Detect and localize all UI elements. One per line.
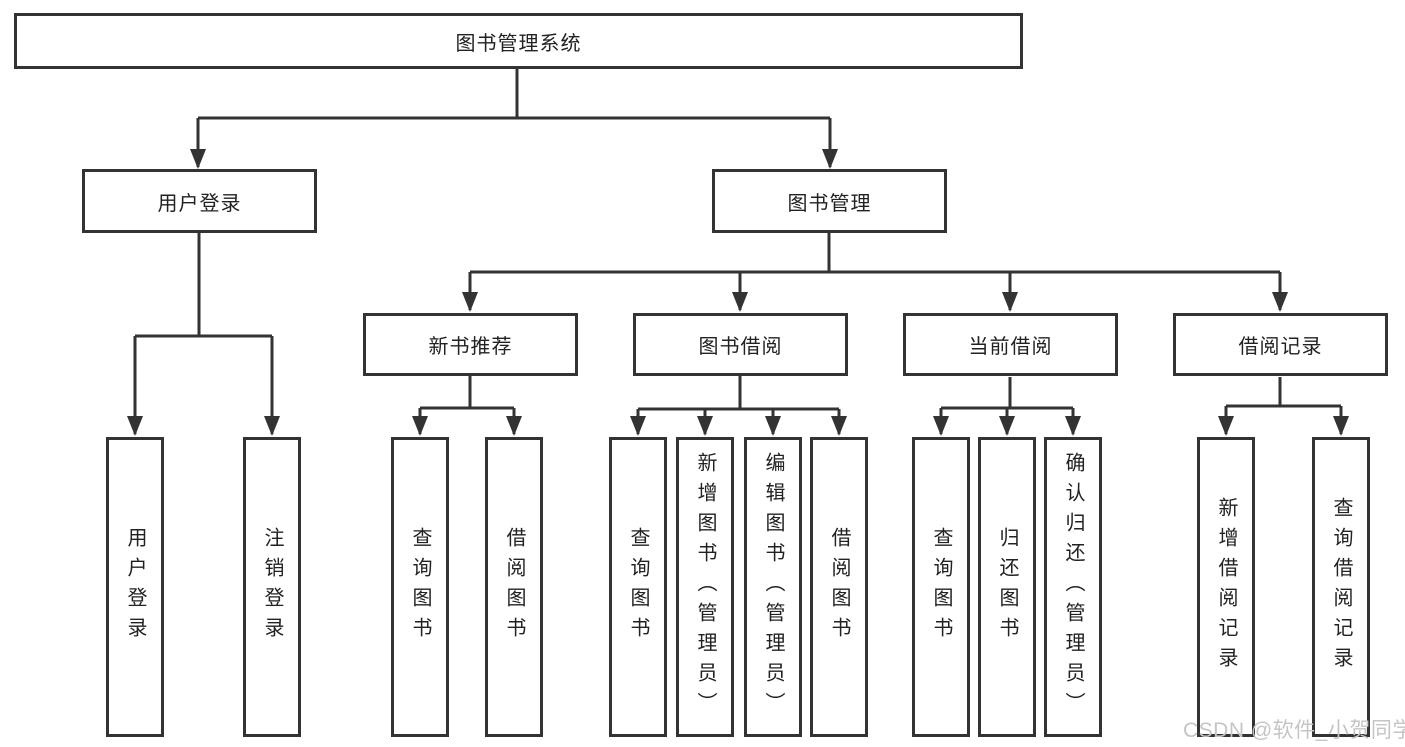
- leaf-logout: 注销登录: [243, 437, 301, 737]
- leaf-user-login: 用户登录: [106, 437, 164, 737]
- connector-newbook-children: [412, 376, 522, 436]
- leaf-label: 借阅图书: [503, 527, 525, 647]
- leaf-add-book-admin: 新增图书（管理员）: [676, 437, 734, 737]
- connector-borrowing-children: [630, 376, 847, 436]
- leaf-query-books-recommend: 查询图书: [391, 437, 449, 737]
- leaf-query-borrow-record: 查询借阅记录: [1312, 437, 1370, 737]
- leaf-query-books-borrowing: 查询图书: [609, 437, 667, 737]
- leaf-label: 注销登录: [261, 527, 283, 647]
- leaf-label: 确认归还（管理员）: [1062, 452, 1084, 722]
- connector-root-to-level2: [190, 68, 838, 169]
- node-current-borrowing: 当前借阅: [903, 313, 1118, 376]
- leaf-label: 借阅图书: [828, 527, 850, 647]
- node-label: 新书推荐: [428, 336, 513, 358]
- leaf-label: 归还图书: [996, 527, 1018, 647]
- leaf-label: 编辑图书（管理员）: [762, 452, 784, 722]
- leaf-query-books-current: 查询图书: [912, 437, 970, 737]
- leaf-label: 新增图书（管理员）: [694, 452, 716, 722]
- leaf-label: 用户登录: [124, 527, 146, 647]
- leaf-confirm-return-admin: 确认归还（管理员）: [1044, 437, 1102, 737]
- node-label: 图书借阅: [698, 336, 783, 358]
- connector-line: [941, 377, 1073, 410]
- node-user-login: 用户登录: [82, 169, 317, 233]
- connector-bookmgmt-to-level3: [462, 233, 1288, 312]
- node-label: 用户登录: [157, 192, 242, 215]
- leaf-label: 查询图书: [930, 527, 952, 647]
- leaf-label: 新增借阅记录: [1215, 497, 1237, 677]
- connector-line: [470, 233, 1280, 274]
- connector-line: [198, 68, 830, 120]
- leaf-borrow-books-borrowing: 借阅图书: [810, 437, 868, 737]
- node-label: 借阅记录: [1238, 336, 1323, 358]
- node-borrowing-records: 借阅记录: [1173, 313, 1388, 376]
- connector-currentborrow-children: [933, 377, 1081, 436]
- connector-records-children: [1218, 377, 1349, 436]
- leaf-borrow-books-recommend: 借阅图书: [485, 437, 543, 737]
- leaf-label: 查询图书: [409, 527, 431, 647]
- leaf-label: 查询借阅记录: [1330, 497, 1352, 677]
- node-label: 当前借阅: [968, 336, 1053, 358]
- node-label: 图书管理系统: [455, 32, 582, 55]
- connector-line: [420, 376, 514, 410]
- leaf-edit-book-admin: 编辑图书（管理员）: [744, 437, 802, 737]
- connector-line: [135, 233, 272, 338]
- node-new-book-recommend: 新书推荐: [363, 313, 578, 376]
- connector-line: [1226, 377, 1341, 408]
- leaf-label: 查询图书: [627, 527, 649, 647]
- connector-userlogin-children: [127, 233, 280, 436]
- leaf-add-borrow-record: 新增借阅记录: [1197, 437, 1255, 737]
- csdn-watermark: CSDN @软件_小贺同学: [1183, 719, 1405, 742]
- node-book-management: 图书管理: [712, 169, 947, 233]
- node-root-system: 图书管理系统: [14, 13, 1023, 69]
- node-label: 图书管理: [787, 192, 872, 215]
- connector-line: [638, 376, 839, 411]
- node-book-borrowing: 图书借阅: [633, 313, 848, 376]
- leaf-return-book: 归还图书: [978, 437, 1036, 737]
